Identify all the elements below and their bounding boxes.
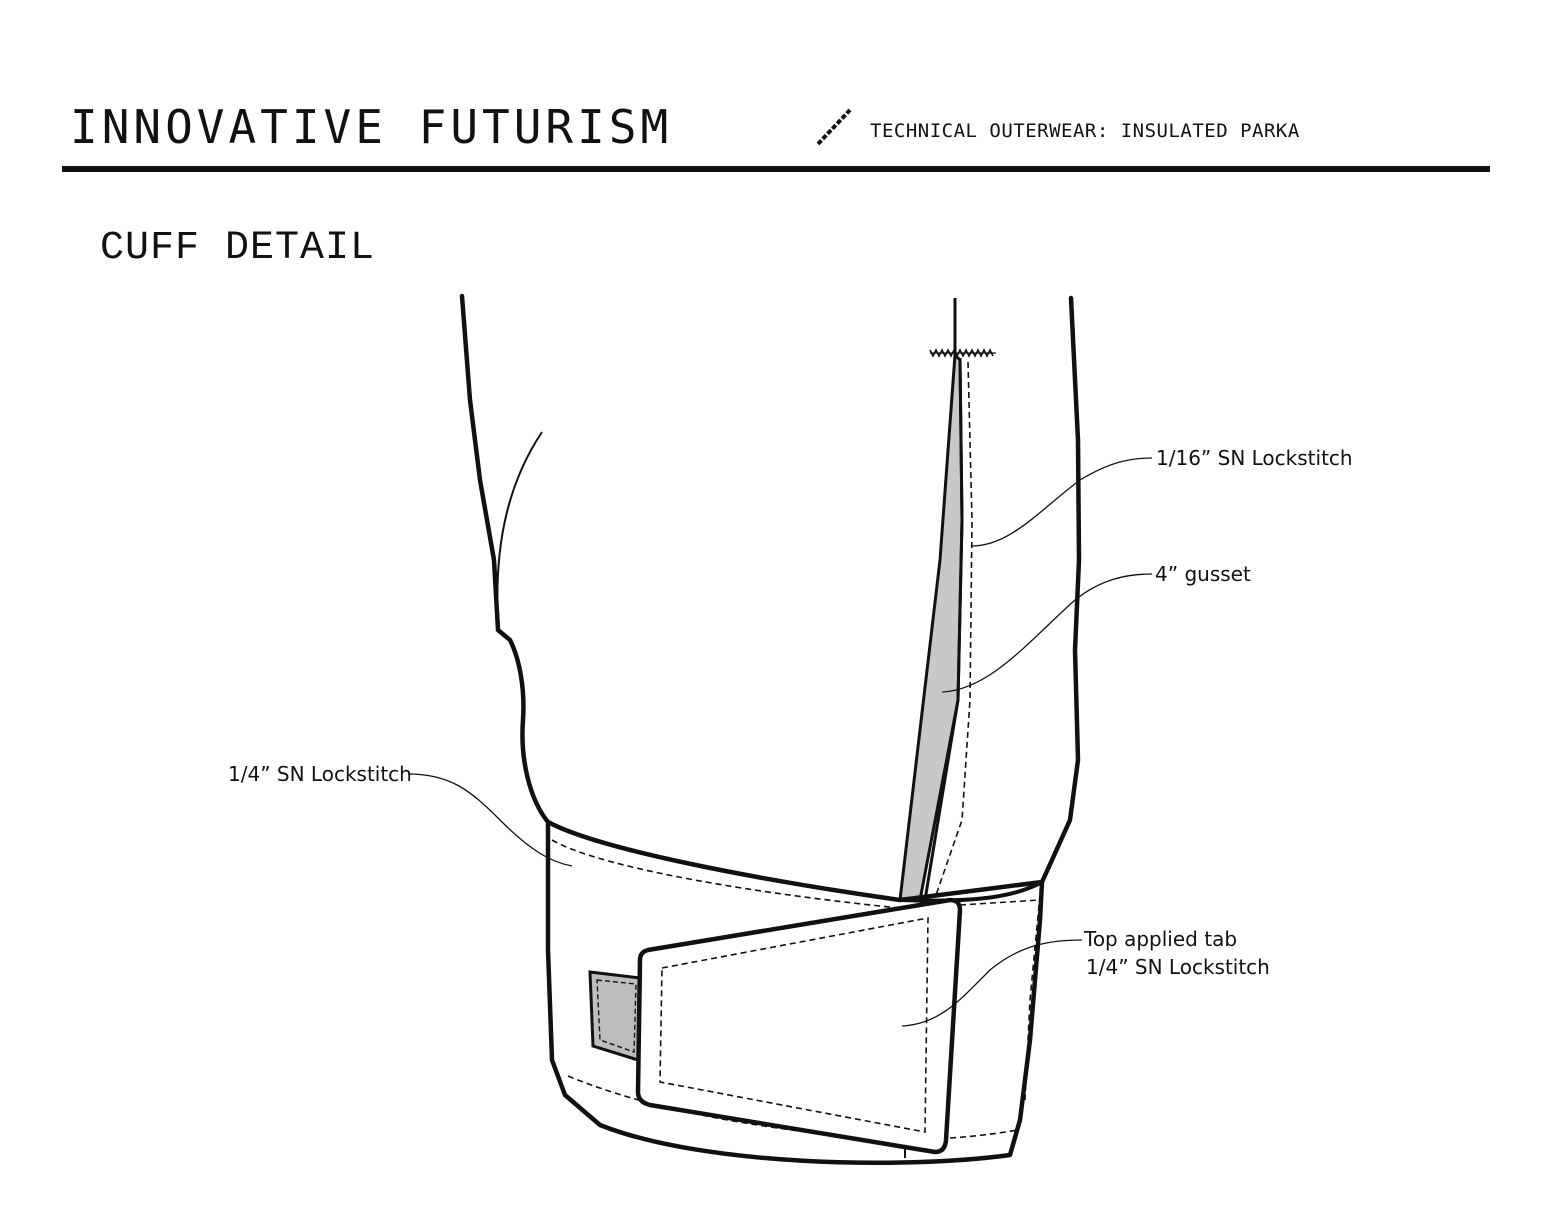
cuff-right-side-dashed bbox=[1024, 894, 1041, 1101]
leader-lockstitch-16 bbox=[971, 457, 1153, 547]
hook-patch-dashed bbox=[596, 979, 637, 1053]
cuff-top-dashed bbox=[551, 839, 921, 911]
sleeve-fold-line bbox=[496, 431, 543, 621]
sleeve-right-outline bbox=[1039, 295, 1082, 885]
cuff-right-dashed bbox=[959, 899, 1041, 906]
gusset-right-edge bbox=[923, 357, 964, 901]
hook-patch bbox=[588, 970, 642, 1063]
callout-tab-stitch: 1/4” SN Lockstitch bbox=[1086, 955, 1270, 979]
callout-gusset: 4” gusset bbox=[1155, 562, 1251, 586]
callout-tab-title: Top applied tab bbox=[1084, 927, 1238, 951]
page-header: INNOVATIVE FUTURISM TECHNICAL OUTERWEAR:… bbox=[62, 100, 1492, 174]
sleeve-left-outline bbox=[459, 293, 551, 825]
cuff-top-edge bbox=[547, 820, 1043, 903]
tab-inner-dashed bbox=[659, 917, 929, 1133]
callout-lockstitch-16: 1/16” SN Lockstitch bbox=[1156, 446, 1353, 470]
applied-tab bbox=[635, 897, 963, 1155]
section-title: CUFF DETAIL bbox=[100, 226, 376, 271]
leader-lockstitch-left bbox=[407, 773, 573, 867]
header-subtitle: TECHNICAL OUTERWEAR: INSULATED PARKA bbox=[870, 120, 1300, 142]
lockstitch-16-dashed bbox=[934, 361, 973, 899]
leader-gusset bbox=[941, 573, 1153, 693]
gusset-fill bbox=[898, 353, 964, 902]
leader-tab bbox=[901, 939, 1083, 1027]
slash-divider-icon bbox=[816, 108, 852, 146]
brand-logo-text: INNOVATIVE FUTURISM bbox=[70, 100, 673, 154]
callout-lockstitch-left: 1/4” SN Lockstitch bbox=[228, 762, 412, 786]
header-rule bbox=[62, 166, 1490, 172]
